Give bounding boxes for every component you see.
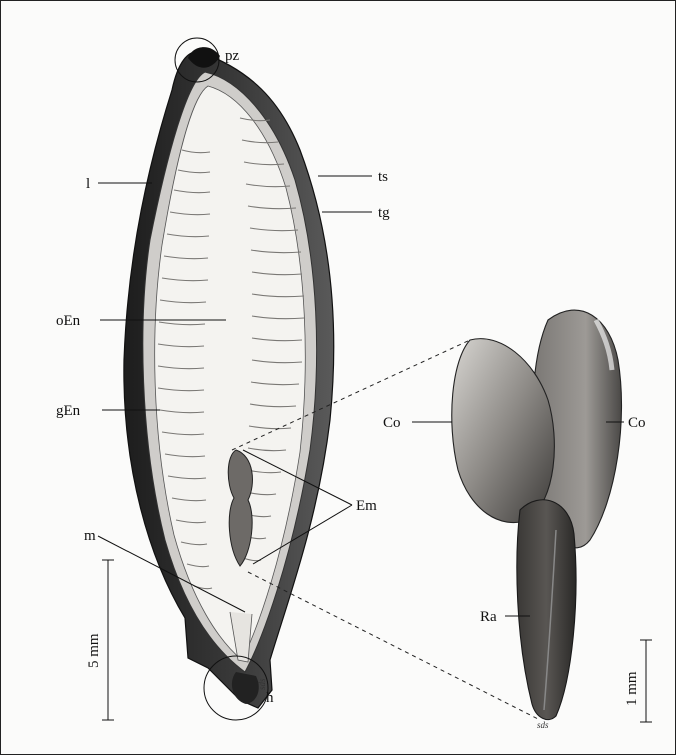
label-tg: tg <box>378 205 390 221</box>
seed-section <box>124 47 334 708</box>
embryo-enlarged <box>452 310 622 719</box>
label-Em: Em <box>356 498 377 514</box>
scale-bar-5mm <box>102 560 114 720</box>
scale-bar-1mm <box>640 640 652 722</box>
scale-label-5mm: 5 mm <box>86 633 102 668</box>
label-l: l <box>86 176 90 192</box>
label-co-left: Co <box>383 415 401 431</box>
label-ra: Ra <box>480 609 497 625</box>
artist-signature-seed: sds <box>257 678 267 690</box>
label-oEn: oEn <box>56 313 81 329</box>
label-h: h <box>266 690 274 706</box>
label-gEn: gEn <box>56 403 81 419</box>
label-m: m <box>84 528 96 544</box>
label-co-right: Co <box>628 415 646 431</box>
scale-label-1mm: 1 mm <box>624 671 640 706</box>
projection-line-bottom <box>248 572 540 720</box>
artist-signature-embryo: sds <box>537 720 549 730</box>
label-ts: ts <box>378 169 388 185</box>
label-pz: pz <box>225 48 240 64</box>
